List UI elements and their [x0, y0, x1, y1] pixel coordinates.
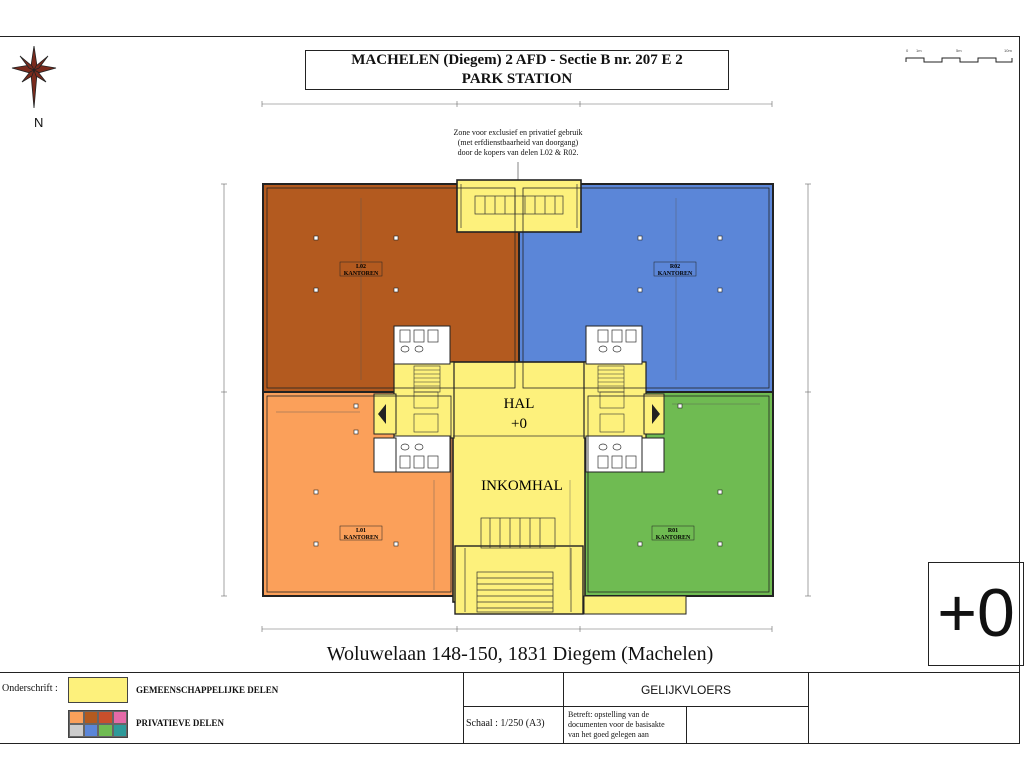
legend-private-swatch — [83, 724, 98, 737]
hall-level: +0 — [511, 416, 527, 432]
title-block: MACHELEN (Diegem) 2 AFD - Sectie B nr. 2… — [305, 50, 729, 90]
title-line-1: MACHELEN (Diegem) 2 AFD - Sectie B nr. 2… — [351, 52, 683, 68]
legend-private-swatch — [98, 724, 113, 737]
unit-code-l01: L01 — [356, 528, 366, 534]
hall-name: HAL — [504, 396, 535, 412]
subject-line-3: van het goed gelegen aan — [568, 730, 649, 739]
unit-code-l02: L02 — [356, 264, 366, 270]
subject-text: Betreft: opstelling van de documenten vo… — [568, 710, 686, 740]
note-line-2: (met erfdienstbaarheid van doorgang) — [457, 138, 579, 147]
legend-divider — [563, 672, 564, 744]
title-line-2: PARK STATION — [461, 71, 573, 87]
left-core — [393, 361, 455, 439]
legend-private-swatch — [112, 724, 127, 737]
address: Woluwelaan 148-150, 1831 Diegem (Machele… — [326, 643, 714, 665]
note-line-3: door de kopers van delen L02 & R02. — [457, 148, 579, 157]
legend-private-swatch — [69, 711, 84, 724]
unit-use-l01: KANTOREN — [344, 535, 379, 541]
legend-private-swatch — [112, 711, 127, 724]
legend-private-swatch — [98, 711, 113, 724]
level-badge: +0 — [928, 562, 1024, 666]
entrance-hall-name: INKOMHAL — [481, 478, 563, 494]
svg-text:1m: 1m — [916, 48, 922, 53]
subject-line-2: documenten voor de basisakte — [568, 720, 665, 729]
unit-use-r01: KANTOREN — [656, 535, 691, 541]
legend-private-text: PRIVATIEVE DELEN — [136, 718, 224, 728]
subject-line-1: Betreft: opstelling van de — [568, 710, 650, 719]
right-sidewalk — [583, 595, 687, 615]
scale-bar-icon: 0 1m 5m 10m — [905, 48, 1013, 63]
top-terrace — [456, 179, 582, 233]
unit-label-r02: R02 KANTOREN — [653, 261, 697, 277]
legend-divider — [808, 672, 809, 744]
legend-divider — [686, 706, 687, 744]
right-core — [583, 361, 647, 439]
exclusive-zone-note: Zone voor exclusief en privatief gebruik… — [418, 128, 618, 158]
unit-label-l01: L01 KANTOREN — [339, 525, 383, 541]
north-label: N — [34, 115, 44, 130]
legend-private-swatch — [69, 724, 84, 737]
legend-divider — [463, 706, 808, 707]
svg-text:0: 0 — [906, 48, 909, 53]
unit-code-r01: R01 — [668, 528, 678, 534]
svg-text:10m: 10m — [1004, 48, 1012, 53]
unit-use-r02: KANTOREN — [658, 271, 693, 277]
note-line-1: Zone voor exclusief en privatief gebruik — [453, 128, 583, 137]
scale-text: Schaal : 1/250 (A3) — [466, 718, 545, 729]
entrance-stairs — [454, 545, 584, 615]
unit-code-r02: R02 — [670, 264, 680, 270]
floor-name: GELIJKVLOERS — [640, 683, 732, 697]
svg-text:5m: 5m — [956, 48, 962, 53]
unit-label-l02: L02 KANTOREN — [339, 261, 383, 277]
legend-common-text: GEMEENSCHAPPELIJKE DELEN — [136, 685, 279, 695]
unit-label-r01: R01 KANTOREN — [651, 525, 695, 541]
legend-divider — [463, 672, 464, 744]
legend-private-swatches — [68, 710, 128, 738]
legend-common-swatch — [68, 677, 128, 703]
legend-private-swatch — [83, 711, 98, 724]
drawing-frame — [0, 36, 1020, 744]
unit-use-l02: KANTOREN — [344, 271, 379, 277]
compass-rose-icon — [11, 46, 57, 109]
legend-label: Onderschrift : — [2, 683, 58, 694]
legend-block — [0, 672, 1020, 744]
